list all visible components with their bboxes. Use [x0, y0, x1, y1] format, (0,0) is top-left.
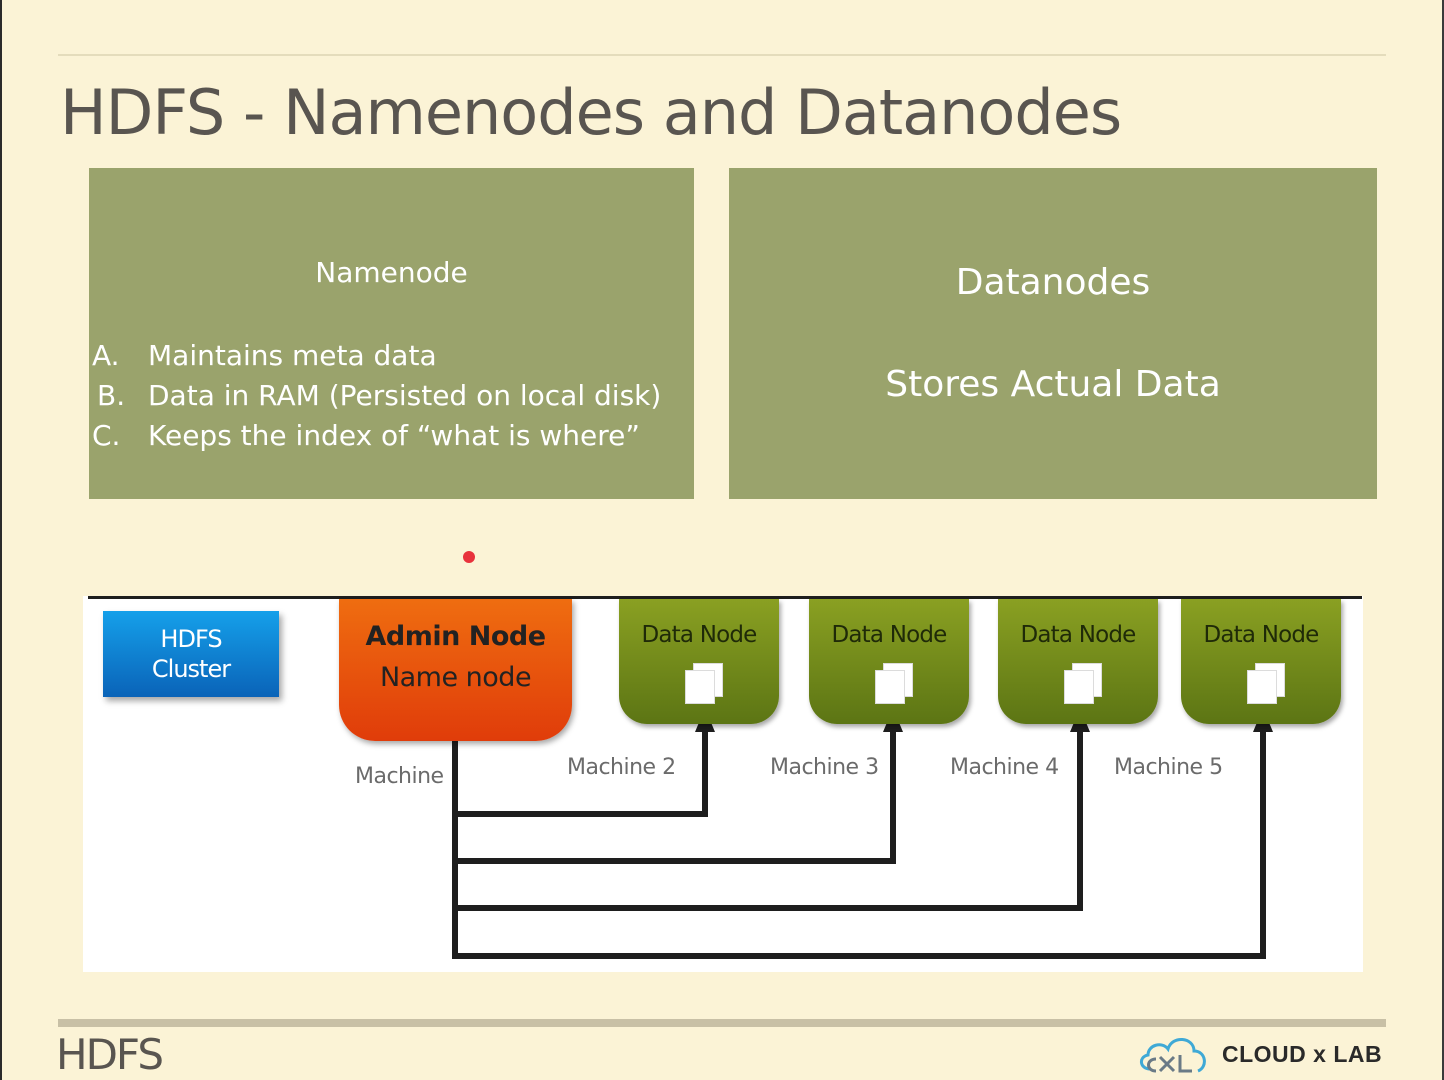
cluster-badge-line1: HDFS	[160, 625, 222, 653]
list-text: Keeps the index of “what is where”	[148, 419, 640, 452]
right-frame-edge	[1442, 0, 1444, 1080]
connector-machine-3	[452, 726, 896, 864]
connector-machine-4	[452, 726, 1083, 911]
laser-pointer-dot	[463, 551, 475, 563]
namenode-panel: Namenode A. Maintains meta data B. Data …	[89, 168, 694, 499]
connector-machine-2	[452, 726, 708, 817]
documents-icon	[1062, 663, 1104, 707]
connector-machine-5	[452, 726, 1266, 959]
datanode-panel: Datanodes Stores Actual Data	[729, 168, 1377, 499]
list-item: B. Data in RAM (Persisted on local disk)	[92, 376, 661, 416]
admin-node-title: Admin Node	[365, 621, 546, 652]
datanode-description: Stores Actual Data	[885, 364, 1221, 405]
left-frame-edge	[0, 0, 2, 1080]
machine-label-5: Machine 5	[1114, 755, 1223, 780]
footer-title: HDFS	[56, 1030, 164, 1079]
list-marker: C.	[92, 419, 121, 452]
brand-logo: CLOUD x LAB	[1136, 1033, 1382, 1075]
documents-icon	[873, 663, 915, 707]
documents-icon	[1245, 663, 1287, 707]
footer-divider	[58, 1019, 1386, 1027]
datanode-heading: Datanodes	[955, 262, 1151, 303]
cluster-badge-line2: Cluster	[151, 655, 231, 683]
data-node-box: Data Node	[809, 599, 969, 724]
hdfs-cluster-badge: HDFS Cluster	[103, 611, 279, 697]
data-node-label: Data Node	[1020, 622, 1136, 648]
data-node-label: Data Node	[1203, 622, 1319, 648]
machine-label-4: Machine 4	[950, 755, 1059, 780]
admin-node-box: Admin Node Name node	[339, 599, 572, 741]
top-divider	[58, 54, 1386, 56]
admin-node-subtitle: Name node	[379, 662, 532, 693]
cloud-xl-logo-icon	[1140, 1038, 1206, 1073]
hdfs-cluster-diagram: HDFS Cluster Admin Node Name node Machin…	[83, 596, 1363, 972]
data-node-box: Data Node	[1181, 599, 1341, 724]
data-node-label: Data Node	[831, 622, 947, 648]
machine-label-1: Machine	[355, 764, 444, 789]
list-text: Maintains meta data	[148, 339, 437, 372]
list-marker: A.	[92, 339, 120, 372]
list-item: A. Maintains meta data	[92, 336, 661, 376]
slide-title: HDFS - Namenodes and Datanodes	[60, 76, 1122, 149]
namenode-list: A. Maintains meta data B. Data in RAM (P…	[92, 336, 661, 456]
connector-lines	[452, 708, 1273, 959]
cluster-top-line	[88, 596, 1362, 599]
data-node-box: Data Node	[619, 599, 779, 724]
documents-icon	[683, 663, 725, 707]
list-text: Data in RAM (Persisted on local disk)	[148, 379, 662, 412]
list-marker: B.	[97, 379, 126, 412]
machine-label-2: Machine 2	[567, 755, 676, 780]
data-node-box: Data Node	[998, 599, 1158, 724]
brand-name: CLOUD x LAB	[1222, 1040, 1383, 1067]
namenode-heading: Namenode	[315, 256, 468, 289]
data-node-label: Data Node	[641, 622, 757, 648]
machine-label-3: Machine 3	[770, 755, 879, 780]
list-item: C. Keeps the index of “what is where”	[92, 416, 661, 456]
